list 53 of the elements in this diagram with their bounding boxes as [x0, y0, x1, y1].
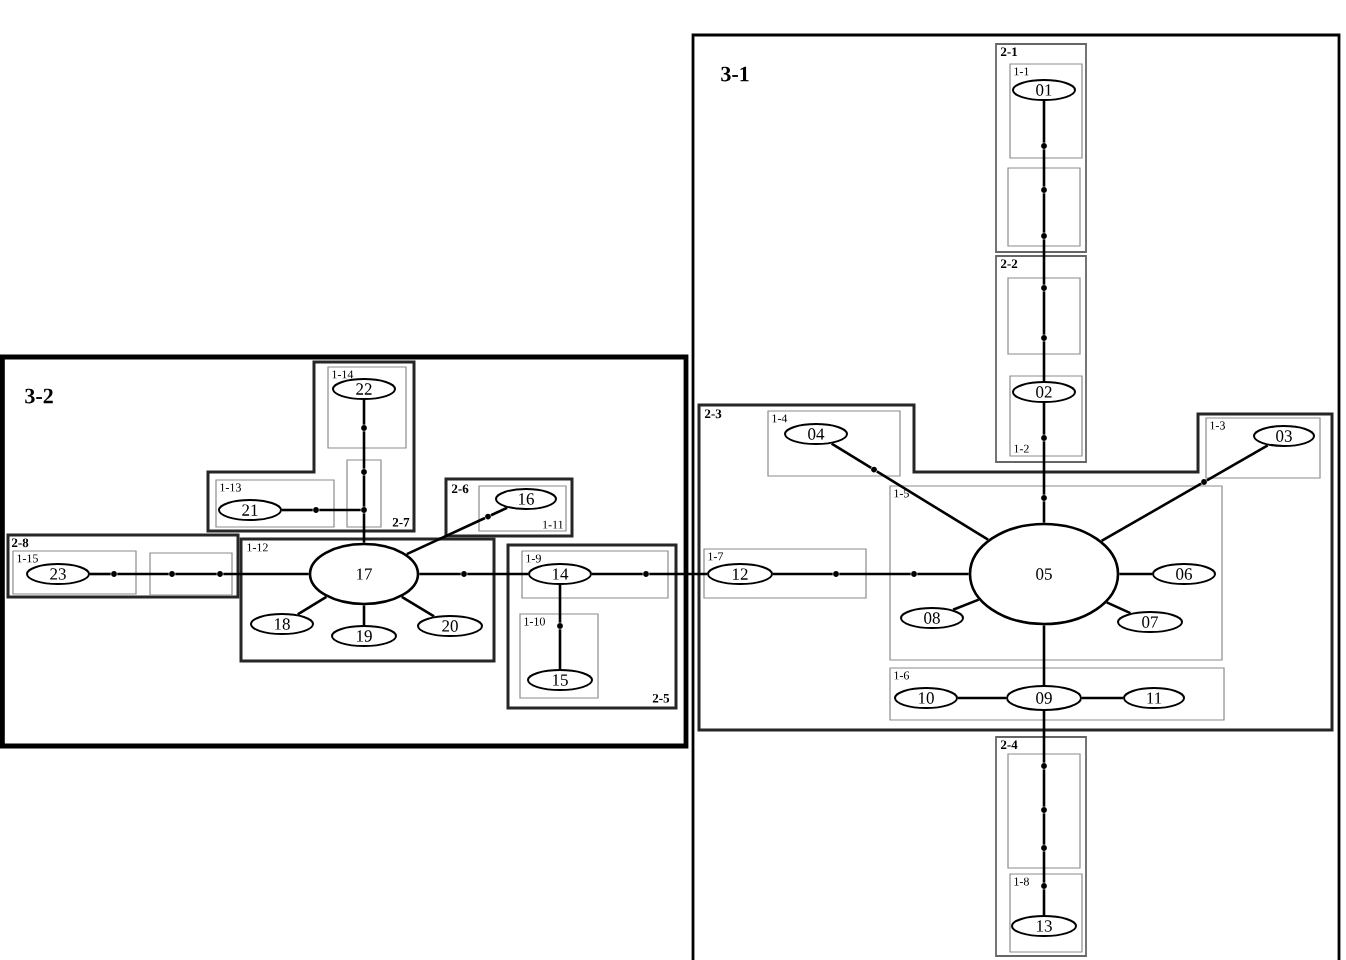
network-line [90, 572, 111, 576]
network-line [362, 605, 366, 625]
network-line [1042, 403, 1046, 435]
network-line [1100, 482, 1202, 543]
network-line [223, 572, 309, 576]
network-line [917, 572, 969, 576]
network-line [592, 572, 643, 576]
network-line [830, 442, 872, 469]
network-line [558, 585, 562, 623]
network-line [362, 400, 366, 425]
network-line [1042, 441, 1046, 495]
network-line [406, 516, 486, 556]
network-line [362, 475, 366, 507]
network-line [1042, 291, 1046, 335]
network-line [419, 572, 461, 576]
empty-box [346, 459, 382, 528]
network-line [1042, 501, 1046, 523]
network-line [1206, 444, 1269, 482]
network-line [282, 508, 313, 512]
network-line [1042, 851, 1046, 883]
empty-box [1007, 753, 1081, 869]
network-line [558, 629, 562, 669]
network-line [401, 595, 435, 618]
network-line [319, 508, 361, 512]
network-line [1042, 711, 1046, 763]
network-line [1042, 193, 1046, 233]
network-line [952, 598, 980, 611]
network-line [1042, 341, 1046, 381]
network-line [362, 513, 366, 543]
empty-box [1007, 277, 1081, 355]
network-line [1042, 149, 1046, 187]
network-line [1042, 625, 1046, 685]
network-line [839, 572, 911, 576]
network-line [1119, 572, 1152, 576]
network-line [297, 595, 328, 616]
network-line [1042, 101, 1046, 143]
network-line [1042, 769, 1046, 807]
network-line [1082, 696, 1123, 700]
network-line [1042, 813, 1046, 845]
network-line [876, 470, 989, 541]
network-line [1042, 239, 1046, 285]
network-line [773, 572, 833, 576]
network-line [175, 572, 217, 576]
empty-box [149, 552, 233, 596]
network-line [362, 431, 366, 469]
network-line [490, 506, 508, 517]
network-line [958, 696, 1006, 700]
network-line [649, 572, 707, 576]
network-line [117, 572, 169, 576]
network-line [467, 572, 528, 576]
empty-box [1007, 167, 1081, 247]
network-line [1106, 601, 1131, 615]
network-line [1042, 889, 1046, 915]
